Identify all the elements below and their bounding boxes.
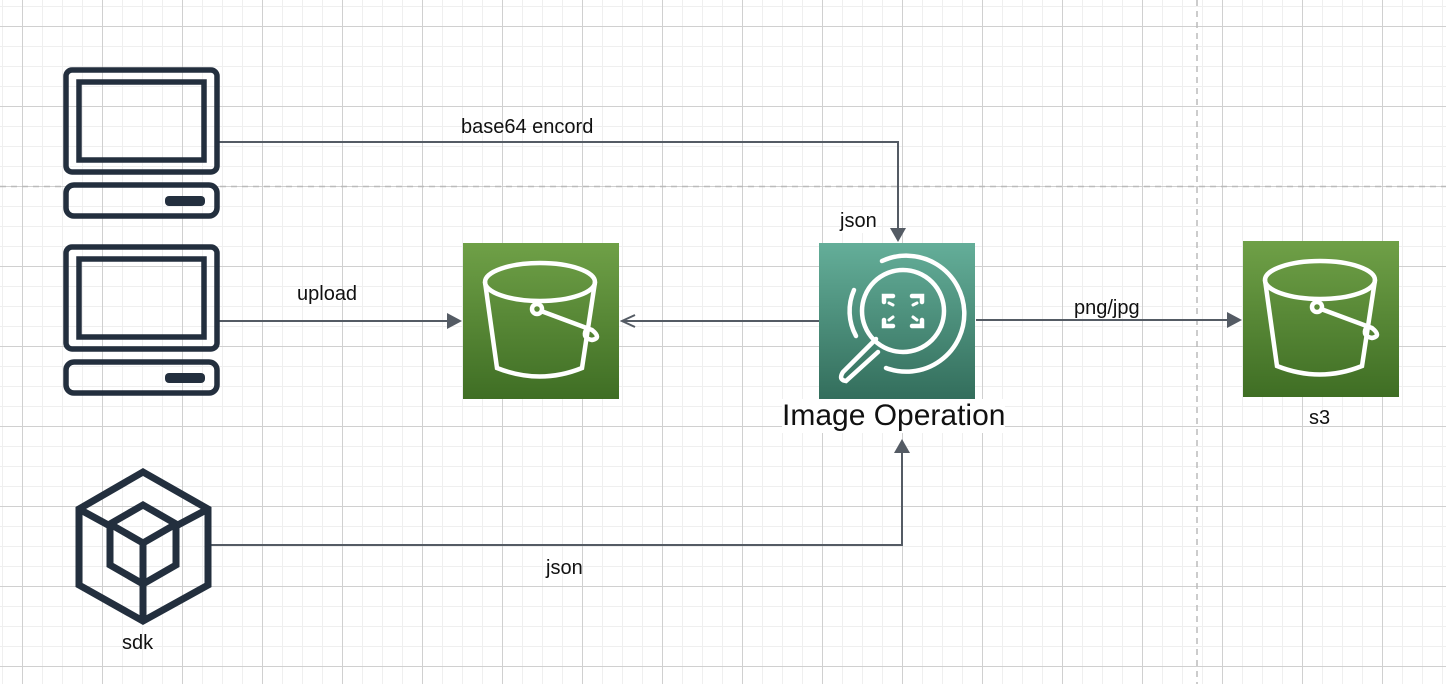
edge-client-top-to-image-operation[interactable] — [219, 141, 899, 230]
arrowhead-open-left — [619, 314, 636, 328]
s3-bucket-output[interactable] — [1243, 241, 1399, 397]
sdk-cube-icon[interactable] — [75, 467, 212, 626]
sdk-label: sdk — [122, 632, 154, 654]
desktop-computer-icon[interactable] — [63, 67, 220, 219]
arrowhead-up — [894, 439, 910, 453]
arrowhead-right — [447, 313, 462, 329]
s3-bucket-icon — [482, 260, 600, 379]
s3-label: s3 — [1309, 407, 1331, 429]
edge-label-upload: upload — [297, 283, 358, 305]
edge-label-png-jpg: png/jpg — [1074, 297, 1140, 319]
s3-bucket-icon — [1262, 258, 1380, 377]
edge-label-base64: base64 encord — [461, 116, 594, 138]
arrowhead-right — [1227, 312, 1242, 328]
image-operation-label: Image Operation — [782, 399, 1006, 433]
image-recognition-icon — [838, 253, 967, 384]
desktop-computer-icon[interactable] — [63, 244, 220, 396]
s3-bucket-source[interactable] — [463, 243, 619, 399]
edge-label-json-top: json — [840, 210, 877, 233]
arrowhead-down — [890, 228, 906, 242]
edge-sdk-to-image-operation[interactable] — [210, 452, 903, 546]
image-operation-node[interactable] — [819, 243, 975, 399]
edge-label-json-bottom: json — [546, 557, 583, 579]
